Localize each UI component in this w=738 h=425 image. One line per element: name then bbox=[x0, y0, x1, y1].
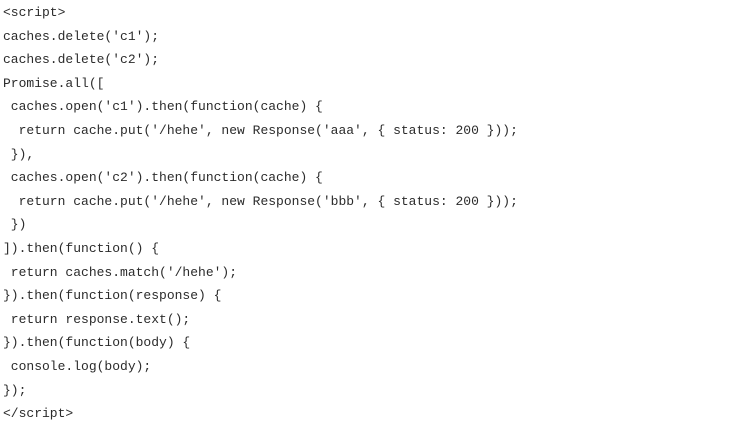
code-line: caches.delete('c1'); bbox=[3, 28, 160, 44]
code-line: caches.open('c1').then(function(cache) { bbox=[3, 99, 323, 115]
code-line: caches.open('c2').then(function(cache) { bbox=[3, 170, 323, 186]
code-line: return caches.match('/hehe'); bbox=[3, 264, 238, 280]
code-line: caches.delete('c2'); bbox=[3, 52, 160, 68]
code-line: Promise.all([ bbox=[3, 75, 105, 91]
code-line: <script> bbox=[3, 5, 66, 20]
code-line: return response.text(); bbox=[3, 311, 191, 327]
code-line: return cache.put('/hehe', new Response('… bbox=[3, 122, 518, 138]
code-line: }).then(function(response) { bbox=[3, 288, 222, 304]
code-line: ]).then(function() { bbox=[3, 240, 160, 256]
code-block: <script> caches.delete('c1'); caches.del… bbox=[3, 0, 738, 425]
code-line: }), bbox=[3, 146, 35, 162]
code-line: console.log(body); bbox=[3, 358, 152, 374]
code-line: }).then(function(body) { bbox=[3, 335, 191, 351]
code-line: }); bbox=[3, 382, 27, 398]
code-line: return cache.put('/hehe', new Response('… bbox=[3, 193, 518, 209]
code-line: </script> bbox=[3, 406, 74, 422]
code-line: }) bbox=[3, 217, 27, 233]
